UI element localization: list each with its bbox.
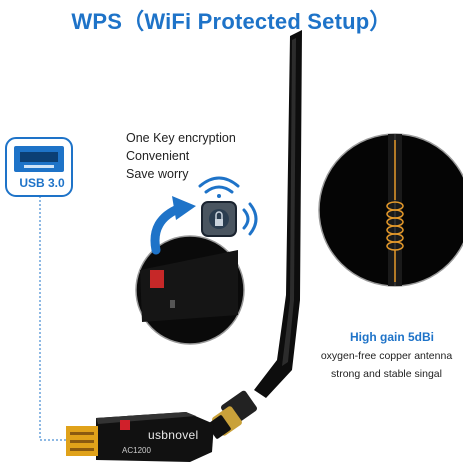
feature-save-worry: Save worry [126,167,189,181]
dongle-brand: usbnovel [148,428,199,442]
antenna-connector [207,390,257,439]
page-title: WPS（WiFi Protected Setup） [71,9,392,34]
copper-coil-icon [386,140,404,282]
antenna-desc-copper: oxygen-free copper antenna [320,350,453,362]
usb-port-icon [5,137,73,197]
antenna-gain-title: High gain 5dBi [350,330,434,344]
antenna-desc-stable: strong and stable singal [331,368,442,380]
wps-button-icon [201,201,237,237]
usb-callout-line [39,196,95,441]
feature-one-key-encryption: One Key encryption [126,131,236,145]
usb-label: USB 3.0 [19,176,65,190]
feature-convenient: Convenient [126,149,190,163]
signal-waves-icon [198,176,258,236]
model-badge [120,420,130,430]
dongle-model: AC1200 [122,446,151,455]
